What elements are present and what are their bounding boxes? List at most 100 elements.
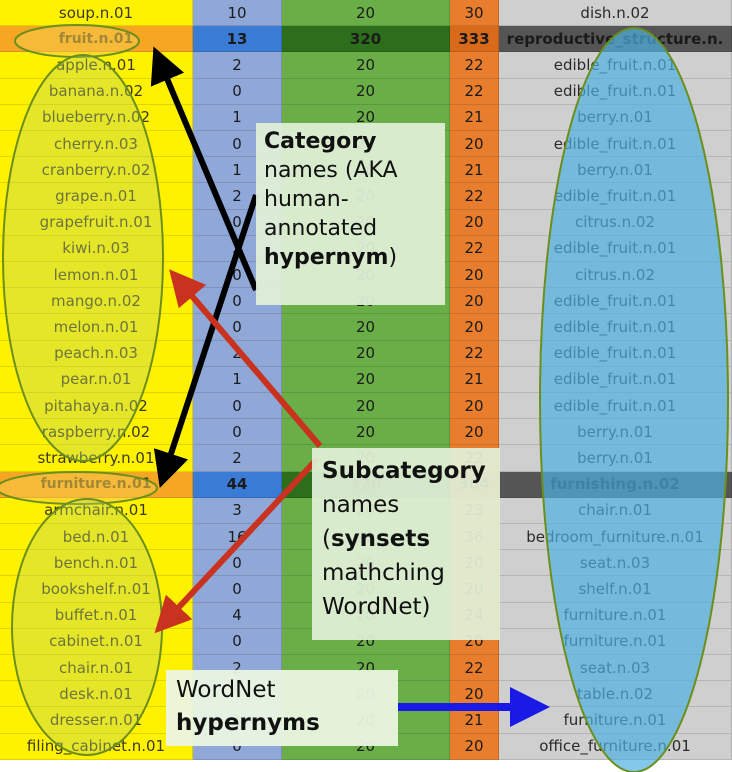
count-a-cell: 1 [193,366,282,393]
wordnet-hypernym-cell: citrus.n.02 [499,262,732,289]
synset-name-cell: soup.n.01 [0,0,193,27]
synset-name-cell: bed.n.01 [0,524,193,551]
total-count-cell: 20 [450,209,499,236]
synset-name-cell: bench.n.01 [0,550,193,577]
callout-text: WordNet [176,677,276,703]
wordnet-hypernym-cell: reproductive_structure.n. [499,26,732,53]
count-b-cell: 20 [282,419,450,446]
total-count-cell: 20 [450,733,499,760]
synset-name-cell: grapefruit.n.01 [0,209,193,236]
count-b-cell: 20 [282,0,450,27]
synset-name-cell: grape.n.01 [0,183,193,210]
total-count-cell: 20 [450,131,499,158]
total-count-cell: 21 [450,104,499,131]
subcategory-names-callout: Subcategory names (synsets mathching Wor… [312,448,500,640]
synset-name-cell: armchair.n.01 [0,497,193,524]
total-count-cell: 333 [450,26,499,53]
wordnet-hypernym-cell: citrus.n.02 [499,209,732,236]
synset-name-cell: banana.n.02 [0,78,193,105]
total-count-cell: 20 [450,681,499,708]
total-count-cell: 20 [450,393,499,420]
count-a-cell: 3 [193,497,282,524]
total-count-cell: 30 [450,0,499,27]
count-a-cell: 0 [193,576,282,603]
wordnet-hypernym-cell: berry.n.01 [499,104,732,131]
wordnet-hypernym-cell: berry.n.01 [499,157,732,184]
callout-text: mathching WordNet) [322,560,445,620]
count-a-cell: 10 [193,0,282,27]
wordnet-hypernym-cell: edible_fruit.n.01 [499,235,732,262]
wordnet-hypernym-cell: chair.n.01 [499,497,732,524]
count-a-cell: 44 [193,471,282,498]
count-a-cell: 2 [193,52,282,79]
count-a-cell: 0 [193,550,282,577]
callout-text: names ( [322,492,400,552]
synset-name-cell: pear.n.01 [0,366,193,393]
total-count-cell: 21 [450,707,499,734]
synset-name-cell: furniture.n.01 [0,471,193,498]
wordnet-hypernym-cell: dish.n.02 [499,0,732,27]
wordnet-hypernym-cell: bedroom_furniture.n.01 [499,524,732,551]
total-count-cell: 22 [450,183,499,210]
total-count-cell: 22 [450,340,499,367]
total-count-cell: 21 [450,366,499,393]
synset-name-cell: bookshelf.n.01 [0,576,193,603]
count-a-cell: 16 [193,524,282,551]
wordnet-hypernym-cell: shelf.n.01 [499,576,732,603]
synset-name-cell: apple.n.01 [0,52,193,79]
count-a-cell: 0 [193,419,282,446]
total-count-cell: 22 [450,78,499,105]
count-a-cell: 0 [193,393,282,420]
wordnet-hypernym-cell: furnishing.n.02 [499,471,732,498]
synset-name-cell: cabinet.n.01 [0,628,193,655]
total-count-cell: 22 [450,655,499,682]
count-b-cell: 20 [282,340,450,367]
wordnet-hypernym-cell: table.n.02 [499,681,732,708]
wordnet-hypernym-cell: edible_fruit.n.01 [499,366,732,393]
total-count-cell: 20 [450,419,499,446]
wordnet-hypernym-cell: edible_fruit.n.01 [499,314,732,341]
callout-text: hypernyms [176,710,320,736]
total-count-cell: 21 [450,157,499,184]
count-b-cell: 20 [282,366,450,393]
count-a-cell: 2 [193,340,282,367]
count-b-cell: 20 [282,78,450,105]
callout-text: synsets [330,526,431,552]
wordnet-hypernym-cell: furniture.n.01 [499,628,732,655]
wordnet-hypernym-cell: edible_fruit.n.01 [499,393,732,420]
synset-name-cell: peach.n.03 [0,340,193,367]
count-b-cell: 20 [282,52,450,79]
total-count-cell: 20 [450,288,499,315]
wordnet-hypernym-cell: office_furniture.n.01 [499,733,732,760]
wordnet-hypernym-cell: edible_fruit.n.01 [499,340,732,367]
synset-name-cell: strawberry.n.01 [0,445,193,472]
count-a-cell: 0 [193,628,282,655]
total-count-cell: 20 [450,262,499,289]
count-b-cell: 320 [282,26,450,53]
wordnet-hypernym-cell: furniture.n.01 [499,707,732,734]
count-a-cell: 4 [193,602,282,629]
wordnet-hypernym-cell: seat.n.03 [499,550,732,577]
synset-name-cell: lemon.n.01 [0,262,193,289]
synset-name-cell: mango.n.02 [0,288,193,315]
count-b-cell: 20 [282,314,450,341]
synset-name-cell: chair.n.01 [0,655,193,682]
wordnet-hypernyms-callout: WordNet hypernyms [166,670,398,746]
total-count-cell: 22 [450,52,499,79]
category-names-callout: Category names (AKA human-annotated hype… [256,123,445,305]
synset-name-cell: buffet.n.01 [0,602,193,629]
wordnet-hypernym-cell: berry.n.01 [499,419,732,446]
callout-text: names (AKA human-annotated [264,158,398,241]
count-a-cell: 0 [193,78,282,105]
synset-name-cell: melon.n.01 [0,314,193,341]
synset-name-cell: dresser.n.01 [0,707,193,734]
